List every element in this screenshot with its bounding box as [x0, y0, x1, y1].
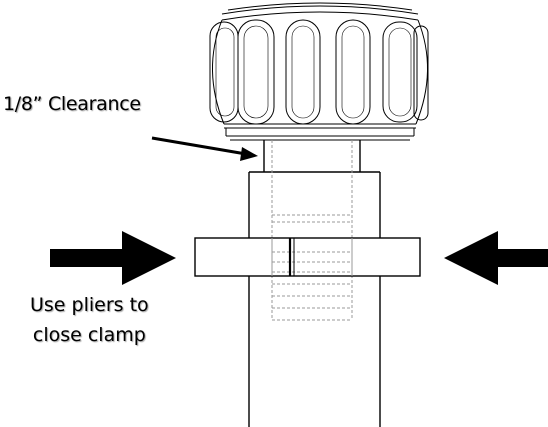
clamp-ring [194, 237, 421, 277]
arrow-right-icon [50, 231, 176, 285]
cap-neck [263, 140, 361, 172]
pliers-annotation: Use pliers to close clamp [30, 290, 149, 350]
leader-arrow-icon [151, 136, 258, 161]
arrow-left-icon [444, 231, 548, 285]
body-tube [248, 171, 381, 427]
clearance-annotation: 1/8” Clearance [3, 93, 141, 115]
hidden-fitting [271, 140, 353, 321]
knurled-cap [209, 2, 429, 141]
pliers-annotation-line2: close clamp [32, 324, 146, 346]
pliers-annotation-line1: Use pliers to [30, 294, 149, 316]
